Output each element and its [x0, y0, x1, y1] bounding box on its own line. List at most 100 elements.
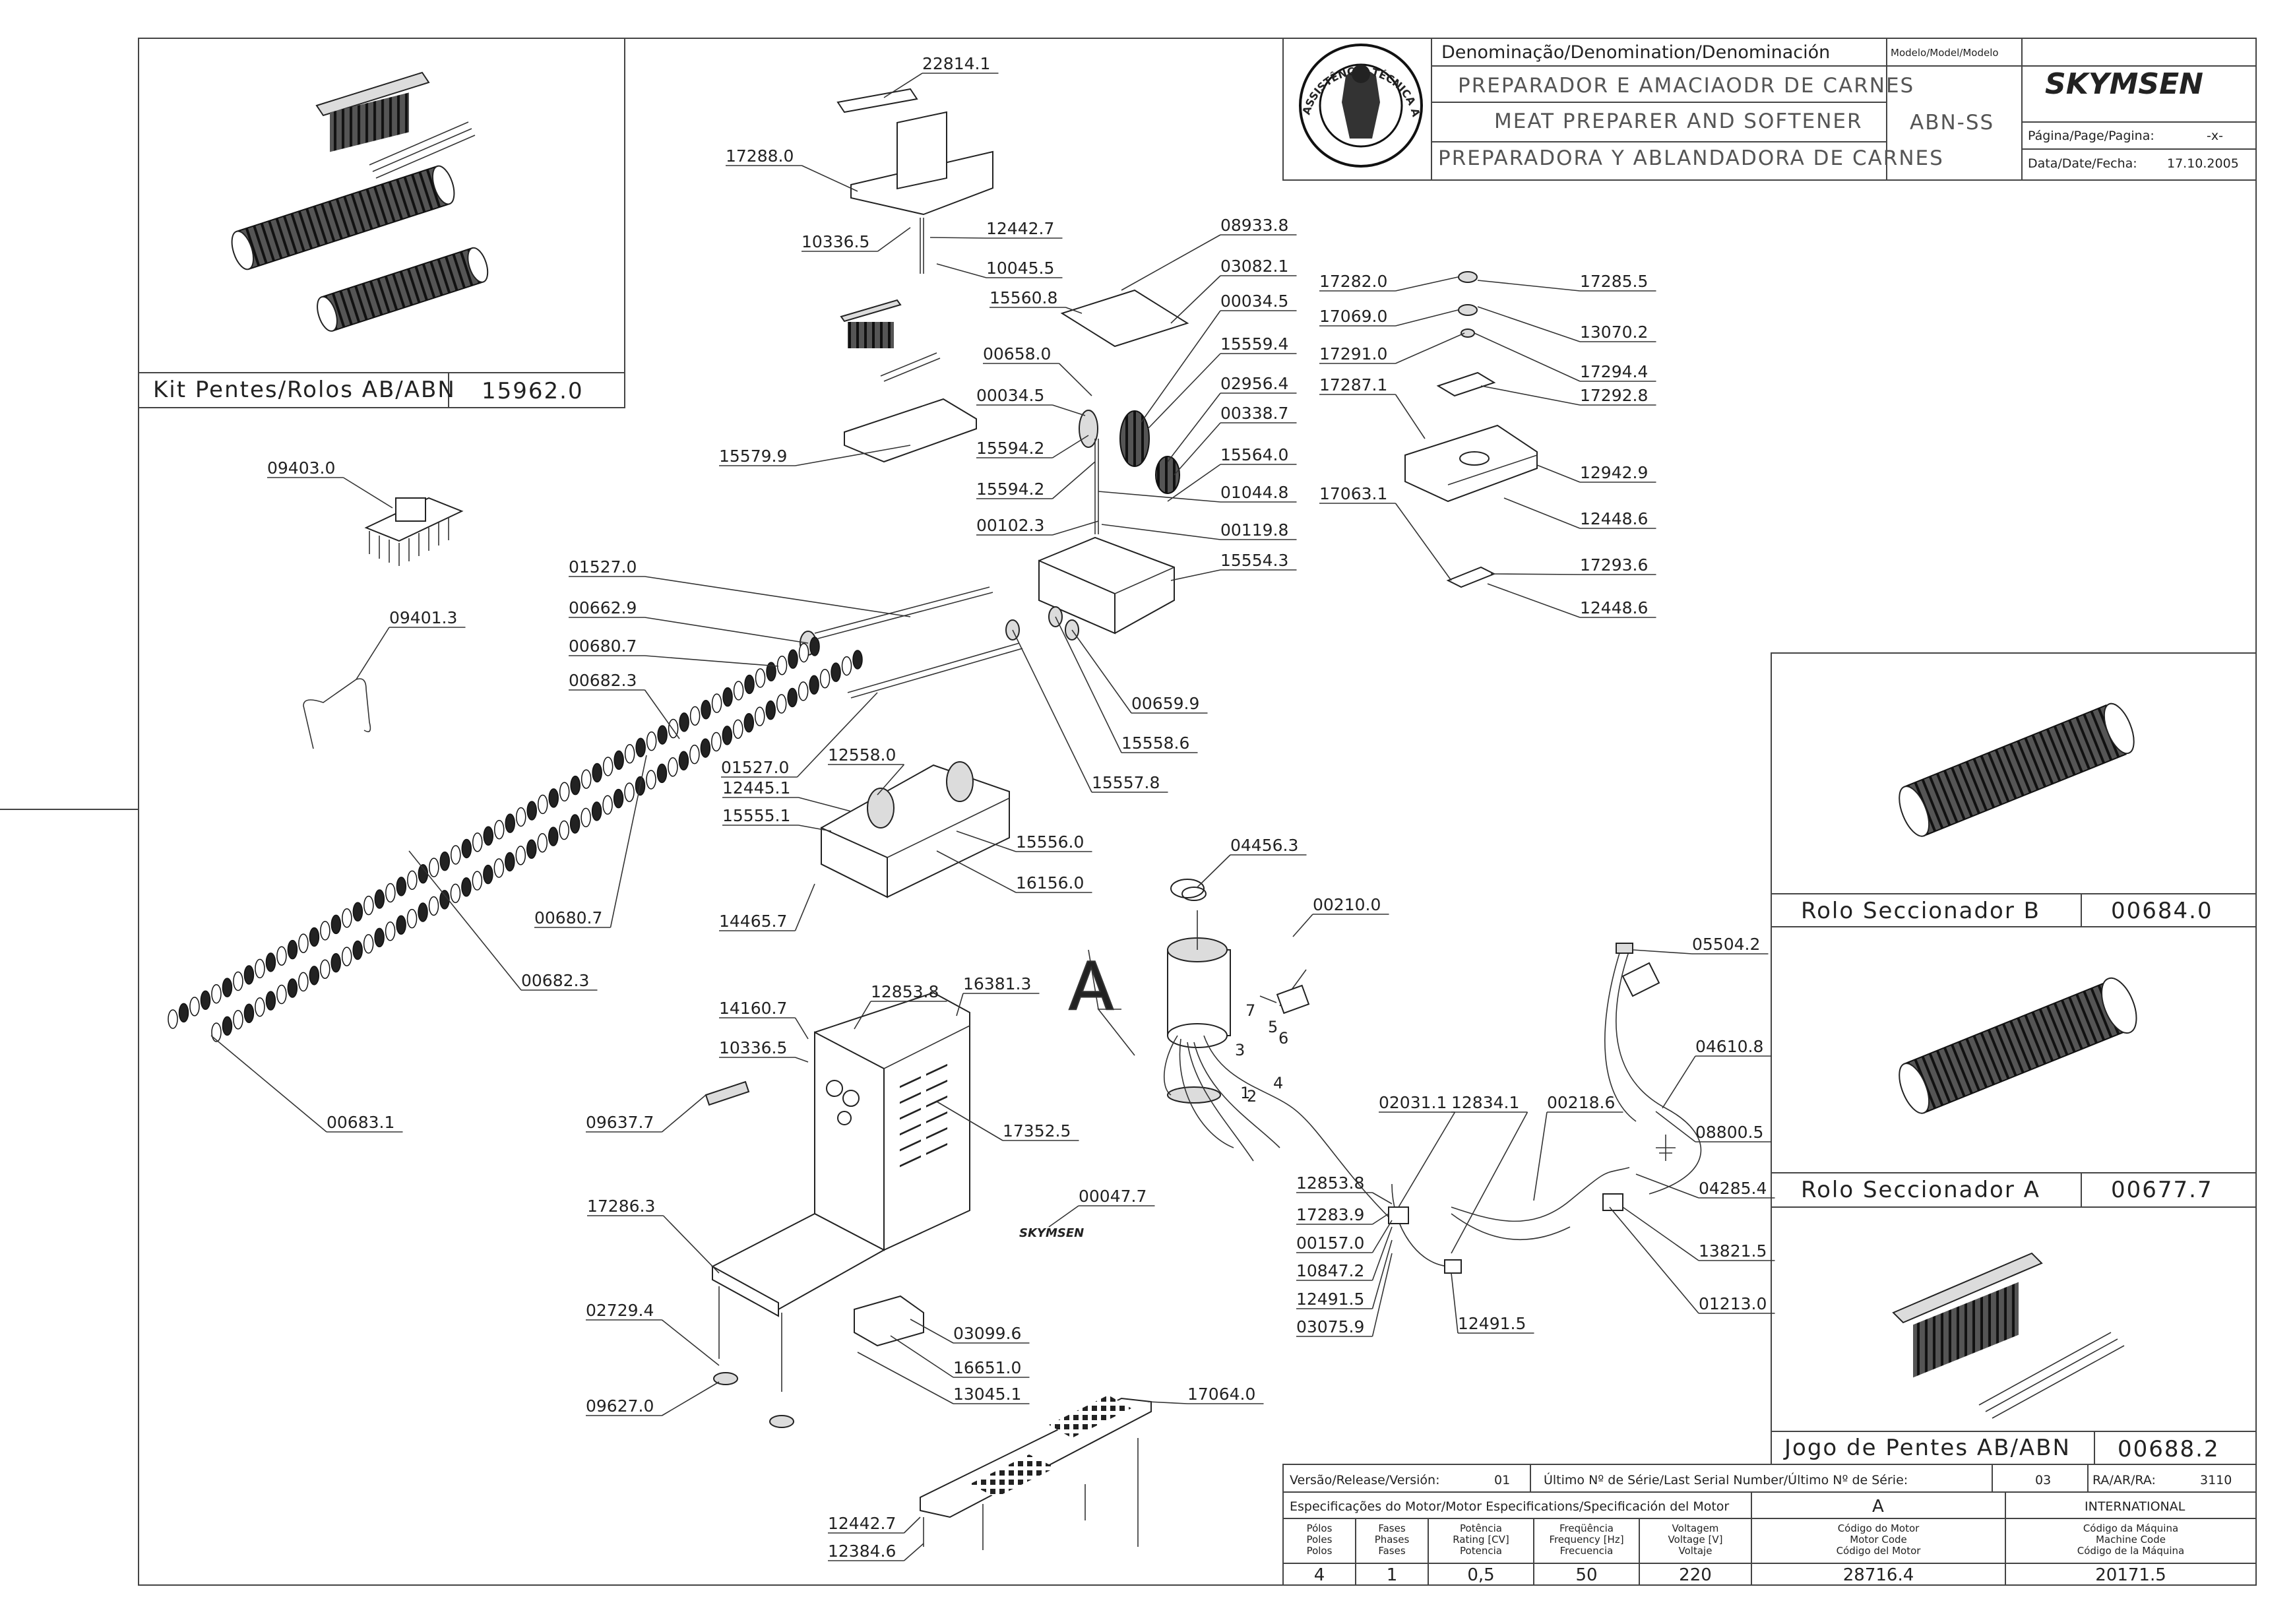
leader-line [956, 830, 1017, 852]
part-code: 12442.7 [986, 219, 1054, 238]
combs-image [1892, 1252, 2125, 1419]
part-code: 16156.0 [1016, 873, 1084, 892]
part-code: 05504.2 [1692, 935, 1760, 954]
roller-b-code: 00684.0 [2111, 898, 2213, 924]
part-label: 17352.5 [936, 1101, 1079, 1141]
part-label: 09637.7 [586, 1094, 707, 1133]
leader-line [910, 1319, 954, 1344]
blade-disc [385, 883, 396, 903]
blade-disc [342, 908, 352, 928]
leader-line [1167, 392, 1221, 462]
blade-disc [287, 978, 298, 998]
blade-disc [483, 864, 493, 885]
part-label: 14465.7 [719, 883, 815, 931]
blade-disc [493, 858, 505, 878]
blade-disc [809, 637, 820, 656]
leader-line [1372, 1192, 1393, 1204]
blade-disc [613, 788, 624, 809]
blade-disc [646, 731, 657, 751]
leader-line [794, 1017, 809, 1040]
part-label: 17288.0 [726, 146, 858, 192]
spec-value: 4 [1314, 1565, 1325, 1585]
blade-disc [450, 883, 461, 904]
combs-code: 00688.2 [2118, 1436, 2220, 1462]
blade-disc [461, 838, 472, 859]
blade-disc [352, 902, 363, 921]
blade-disc [592, 763, 602, 783]
blade-disc [200, 990, 211, 1011]
blade-disc [363, 895, 374, 916]
spec-header: Voltaje [1679, 1545, 1713, 1557]
part-code: 17282.0 [1319, 272, 1387, 291]
part-label: 00658.0 [983, 344, 1092, 396]
gear-train [1079, 410, 1180, 534]
leader-line [1065, 307, 1083, 314]
blade-disc [798, 642, 809, 663]
leader-line [356, 627, 390, 680]
part-code: 14160.7 [719, 999, 787, 1018]
blade-disc [483, 826, 494, 846]
blade-disc [330, 953, 341, 973]
blade-disc [776, 694, 787, 714]
part-code: 01527.0 [569, 557, 637, 577]
blade-disc [385, 921, 396, 941]
part-label: 16651.0 [890, 1335, 1030, 1378]
part-code: 02956.4 [1220, 374, 1288, 393]
part-code: 17287.1 [1319, 375, 1387, 394]
part-code: 17352.5 [1003, 1121, 1071, 1140]
leader-line [1055, 616, 1122, 753]
part-label: 16156.0 [936, 850, 1092, 893]
part-label: 00034.5 [1141, 292, 1297, 423]
leader-line [936, 1101, 1003, 1141]
leader-line [929, 237, 987, 239]
part-label: 12834.1 [1451, 1093, 1528, 1254]
blade-disc [298, 972, 309, 992]
blade-disc [233, 1010, 243, 1030]
part-label: 15594.2 [976, 435, 1089, 458]
serial-label: Último Nº de Série/Last Serial Number/Úl… [1544, 1472, 1908, 1487]
part-code: 15560.8 [990, 288, 1057, 307]
leader-line [936, 850, 1017, 893]
model-header: Modelo/Model/Modelo [1891, 47, 1999, 59]
part-label: 12448.6 [1487, 583, 1656, 618]
part-label: 00662.9 [569, 598, 809, 644]
spec-header: Fases [1378, 1545, 1405, 1557]
spec-header: Rating [CV] [1453, 1534, 1509, 1546]
combs-panel: Jogo de Pentes AB/ABN 00688.2 [1771, 1206, 2257, 1465]
part-code: 03075.9 [1296, 1317, 1364, 1336]
name-es: PREPARADORA Y ABLANDADORA DE CARNES [1438, 146, 1944, 170]
leader-line [1632, 949, 1693, 954]
leader-line [1012, 629, 1092, 793]
part-label: 08800.5 [1655, 1111, 1772, 1142]
part-label: 05504.2 [1632, 935, 1769, 954]
part-label: 01527.0 [569, 557, 911, 617]
spec-value: 0,5 [1467, 1565, 1494, 1585]
part-label: 04456.3 [1197, 836, 1307, 888]
spec-header: Pólos [1307, 1522, 1333, 1534]
part-label: 15554.3 [1170, 551, 1297, 581]
seal-text: ASSISTÊNCIA TÉCNICA AUTORIZADA [0, 0, 1423, 119]
blade-disc [363, 934, 374, 954]
blade-disc [646, 770, 656, 790]
part-code: 15554.3 [1220, 551, 1288, 570]
spec-header: Machine Code [2096, 1534, 2166, 1546]
part-label: 02031.1 [1379, 1093, 1456, 1208]
part-code: 17293.6 [1580, 555, 1648, 575]
part-code: 22814.1 [922, 54, 990, 73]
part-label: 13821.5 [1622, 1206, 1775, 1261]
leader-line [343, 477, 393, 509]
leader-line [1197, 854, 1231, 888]
blade-disc [287, 939, 298, 960]
part-label: 14160.7 [719, 999, 809, 1040]
leader-line [1395, 332, 1465, 364]
part-code: 16651.0 [953, 1358, 1021, 1377]
leader-line [1395, 394, 1426, 439]
blade-disc [472, 832, 483, 852]
part-label: 09627.0 [586, 1381, 720, 1416]
part-label: 12491.5 [1451, 1272, 1534, 1334]
roller-a-panel: Rolo Seccionador A 00677.7 [1771, 926, 2257, 1208]
leader-line [1395, 503, 1452, 581]
part-label: 12853.8 [1296, 1173, 1393, 1204]
blade-disc [635, 737, 646, 757]
part-code: 16381.3 [963, 974, 1031, 993]
